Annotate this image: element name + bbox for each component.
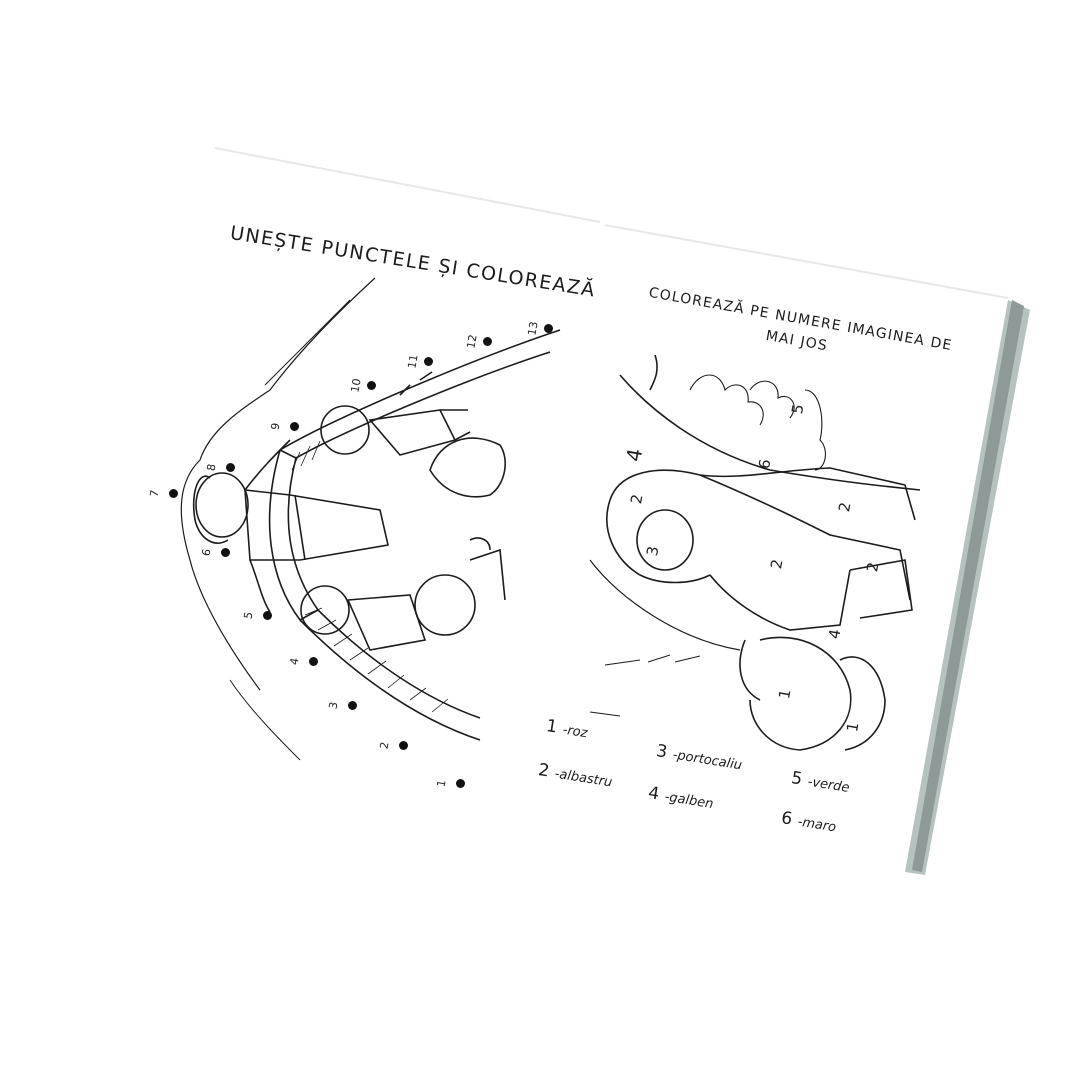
color-by-number-illustration — [589, 354, 921, 751]
connect-dot-9 — [290, 422, 299, 431]
connect-dot-10 — [367, 381, 376, 390]
connect-dot-number: 10 — [348, 377, 364, 394]
connect-dot-13 — [544, 324, 553, 333]
connect-dot-4 — [309, 657, 318, 666]
connect-dot-3 — [348, 701, 357, 710]
legend-number: 6 — [779, 808, 794, 830]
connect-dot-5 — [263, 611, 272, 620]
connect-dot-2 — [399, 741, 408, 750]
connect-dot-7 — [169, 489, 178, 498]
connect-dot-1 — [456, 779, 465, 788]
legend-number: 1 — [544, 716, 559, 738]
connect-dot-number: 11 — [405, 353, 421, 370]
connect-dot-8 — [226, 463, 235, 472]
legend-number: 5 — [789, 768, 804, 790]
legend-number: 4 — [646, 783, 661, 805]
legend-number: 2 — [536, 760, 551, 782]
connect-dot-12 — [483, 337, 492, 346]
page-stack-shadow — [912, 300, 1024, 872]
left-page-top-edge — [214, 147, 601, 223]
dot-to-dot-illustration — [180, 277, 561, 761]
legend-color-label: -roz — [561, 722, 589, 742]
right-page-top-edge — [604, 224, 1009, 299]
legend-number: 3 — [654, 741, 669, 763]
connect-dot-6 — [221, 548, 230, 557]
connect-dot-number: 13 — [525, 320, 541, 337]
connect-dot-number: 12 — [464, 333, 480, 350]
connect-dot-11 — [424, 357, 433, 366]
